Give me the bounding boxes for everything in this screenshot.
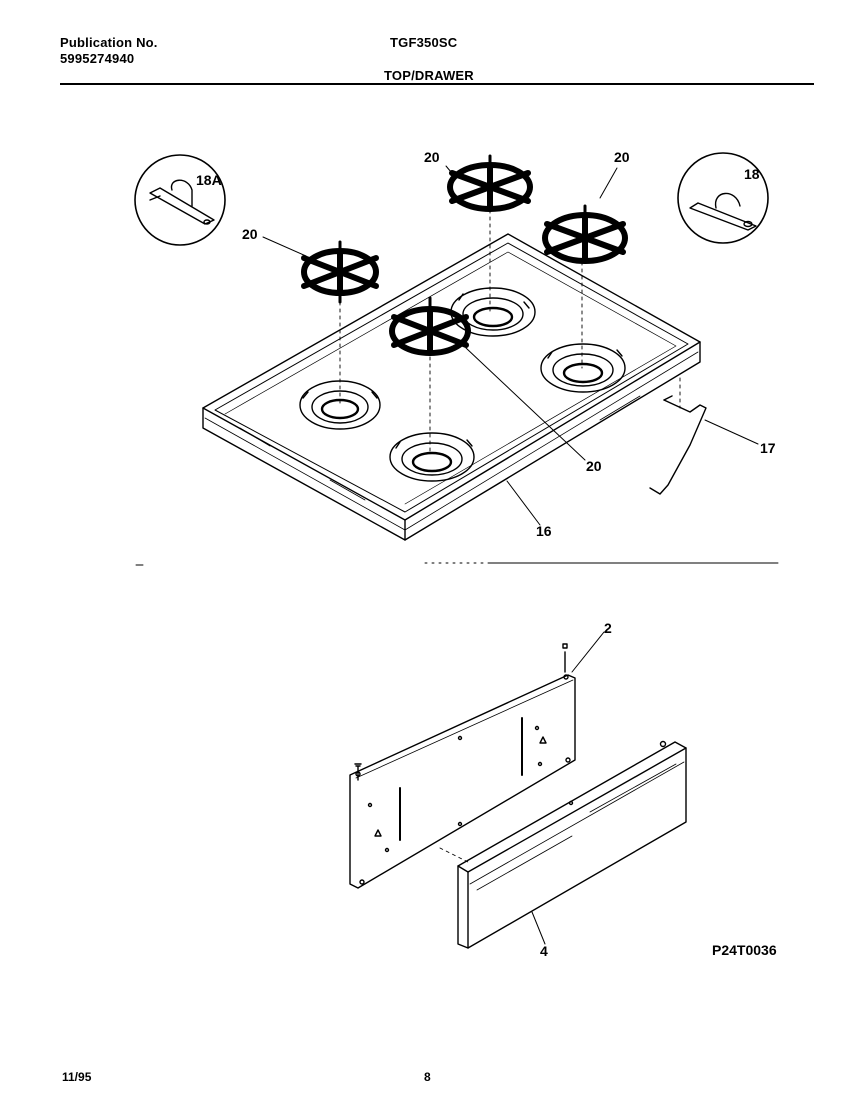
section-separator bbox=[135, 562, 779, 566]
burner-bowl-front bbox=[389, 432, 475, 482]
leader-lines bbox=[262, 165, 759, 945]
callout-drawer-front: 4 bbox=[540, 943, 548, 959]
callout-grate-top-center: 20 bbox=[424, 149, 440, 165]
burner-bowl-right bbox=[540, 343, 626, 393]
grate-left bbox=[301, 240, 379, 304]
section-title: TOP/DRAWER bbox=[384, 68, 474, 83]
callout-wire-rod: 17 bbox=[760, 440, 776, 456]
callout-inset-18A: 18A bbox=[196, 172, 222, 188]
footer-date: 11/95 bbox=[62, 1070, 92, 1084]
callout-drawer-back-panel: 2 bbox=[604, 620, 612, 636]
publication-number: 5995274940 bbox=[60, 51, 135, 66]
footer-page-number: 8 bbox=[424, 1070, 431, 1084]
drawer-back-panel bbox=[349, 643, 576, 889]
callout-inset-18: 18 bbox=[744, 166, 760, 182]
grate-top-center bbox=[447, 154, 533, 212]
callout-grate-left: 20 bbox=[242, 226, 258, 242]
wire-rod bbox=[649, 395, 707, 495]
callout-labels: 20 20 20 20 18A 18 16 17 2 4 P24T0036 bbox=[196, 149, 777, 959]
header-rule bbox=[60, 83, 814, 85]
model-number: TGF350SC bbox=[390, 35, 458, 50]
cooktop bbox=[202, 233, 701, 541]
drawer-front bbox=[457, 740, 687, 949]
callout-cooktop: 16 bbox=[536, 523, 552, 539]
callout-grate-top-right: 20 bbox=[614, 149, 630, 165]
grate-center bbox=[389, 296, 471, 356]
burner-bowl-center-rear bbox=[450, 287, 536, 337]
publication-label: Publication No. bbox=[60, 35, 158, 50]
callout-grate-center: 20 bbox=[586, 458, 602, 474]
diagram-code: P24T0036 bbox=[712, 942, 777, 958]
inset-bracket-18A bbox=[134, 154, 226, 246]
grate-top-right bbox=[542, 204, 628, 264]
inset-bracket-18 bbox=[677, 152, 769, 244]
assembly-lines bbox=[339, 209, 681, 863]
